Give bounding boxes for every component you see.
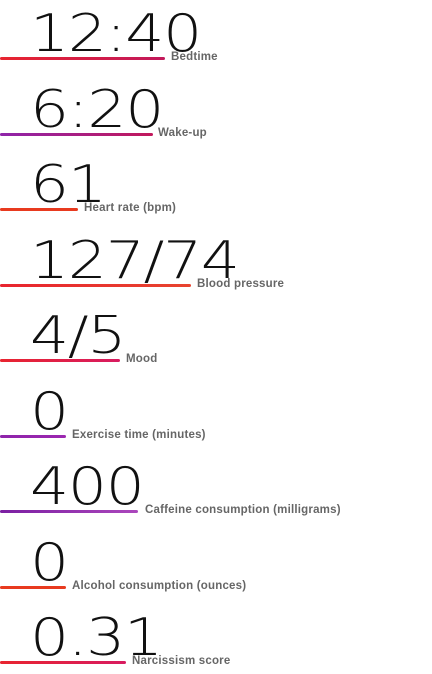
metric-label: Exercise time (minutes) [72,429,206,441]
metric-value: 127/74 [30,231,240,291]
metric-value: 0.31 [30,608,163,668]
metric-underline [0,133,153,136]
metric-value: 6:20 [30,80,164,140]
metric-value: 400 [30,457,145,517]
metric-underline [0,359,120,362]
metric-value: 0 [30,533,69,593]
metric-label: Wake-up [158,127,207,139]
metric-label: Mood [126,353,158,365]
metric-label: Heart rate (bpm) [84,202,177,214]
metric-value: 4/5 [30,306,126,366]
metric-value: 61 [30,155,107,215]
metric-underline [0,57,165,60]
metric-underline [0,284,191,287]
metric-underline [0,586,66,589]
metric-underline [0,435,66,438]
metric-label: Narcissism score [132,655,231,667]
metric-underline [0,208,78,211]
metric-label: Bedtime [171,51,218,63]
metric-label: Caffeine consumption (milligrams) [145,504,341,516]
metric-underline [0,510,138,513]
metric-value: 0 [30,382,69,442]
metric-label: Blood pressure [197,278,285,290]
metric-label: Alcohol consumption (ounces) [72,580,247,592]
metric-value: 12:40 [30,4,202,64]
metric-underline [0,661,126,664]
